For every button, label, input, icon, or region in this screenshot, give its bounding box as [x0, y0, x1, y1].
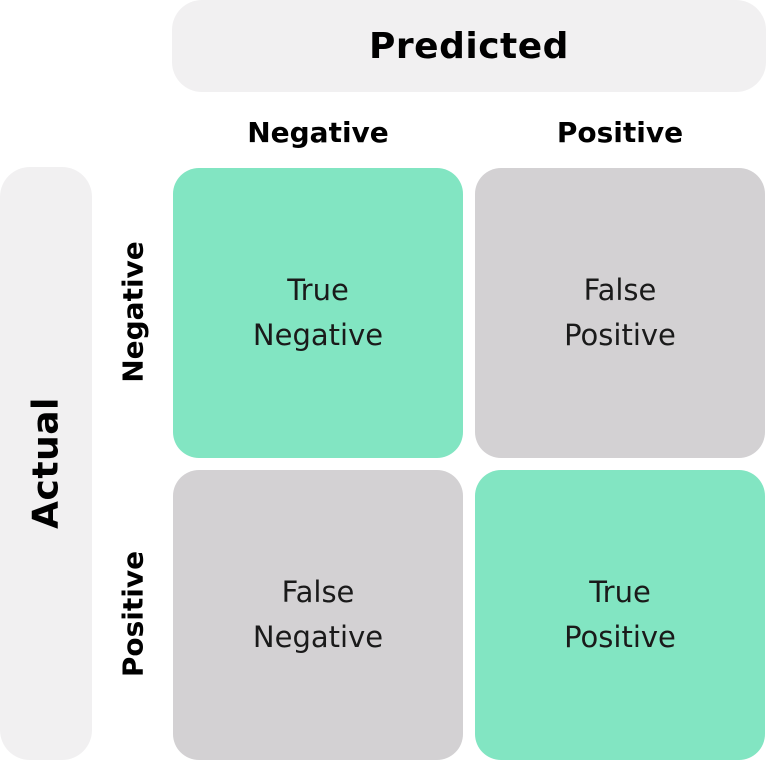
cell-false-positive: False Positive: [475, 168, 765, 458]
cell-true-positive: True Positive: [475, 470, 765, 760]
cell-true-positive-line1: True: [589, 575, 651, 609]
column-label-positive: Positive: [475, 110, 765, 154]
row-label-positive: Positive: [116, 550, 150, 678]
column-label-negative: Negative: [173, 110, 463, 154]
row-label-negative: Negative: [116, 241, 150, 383]
cell-false-negative-line2: Negative: [252, 620, 384, 654]
cell-false-negative-line1: False: [281, 575, 355, 609]
predicted-header-label: Predicted: [369, 25, 569, 67]
actual-header: Actual: [25, 397, 67, 529]
actual-header-background: [0, 167, 92, 760]
column-label-negative-text: Negative: [247, 115, 389, 149]
cell-false-negative-text: False Negative: [253, 570, 383, 660]
cell-false-positive-text: False Positive: [564, 268, 676, 358]
cell-true-positive-text: True Positive: [564, 570, 676, 660]
cell-false-positive-line2: Positive: [564, 318, 676, 352]
cell-true-negative-line1: True: [287, 273, 349, 307]
cell-true-positive-line2: Positive: [564, 620, 676, 654]
cell-true-negative-line2: Negative: [252, 318, 384, 352]
predicted-header-background: [172, 0, 766, 92]
cell-false-positive-line1: False: [583, 273, 657, 307]
column-label-positive-text: Positive: [556, 115, 684, 149]
cell-true-negative-text: True Negative: [253, 268, 383, 358]
cell-false-negative: False Negative: [173, 470, 463, 760]
cell-true-negative: True Negative: [173, 168, 463, 458]
predicted-header: Predicted: [172, 0, 766, 92]
